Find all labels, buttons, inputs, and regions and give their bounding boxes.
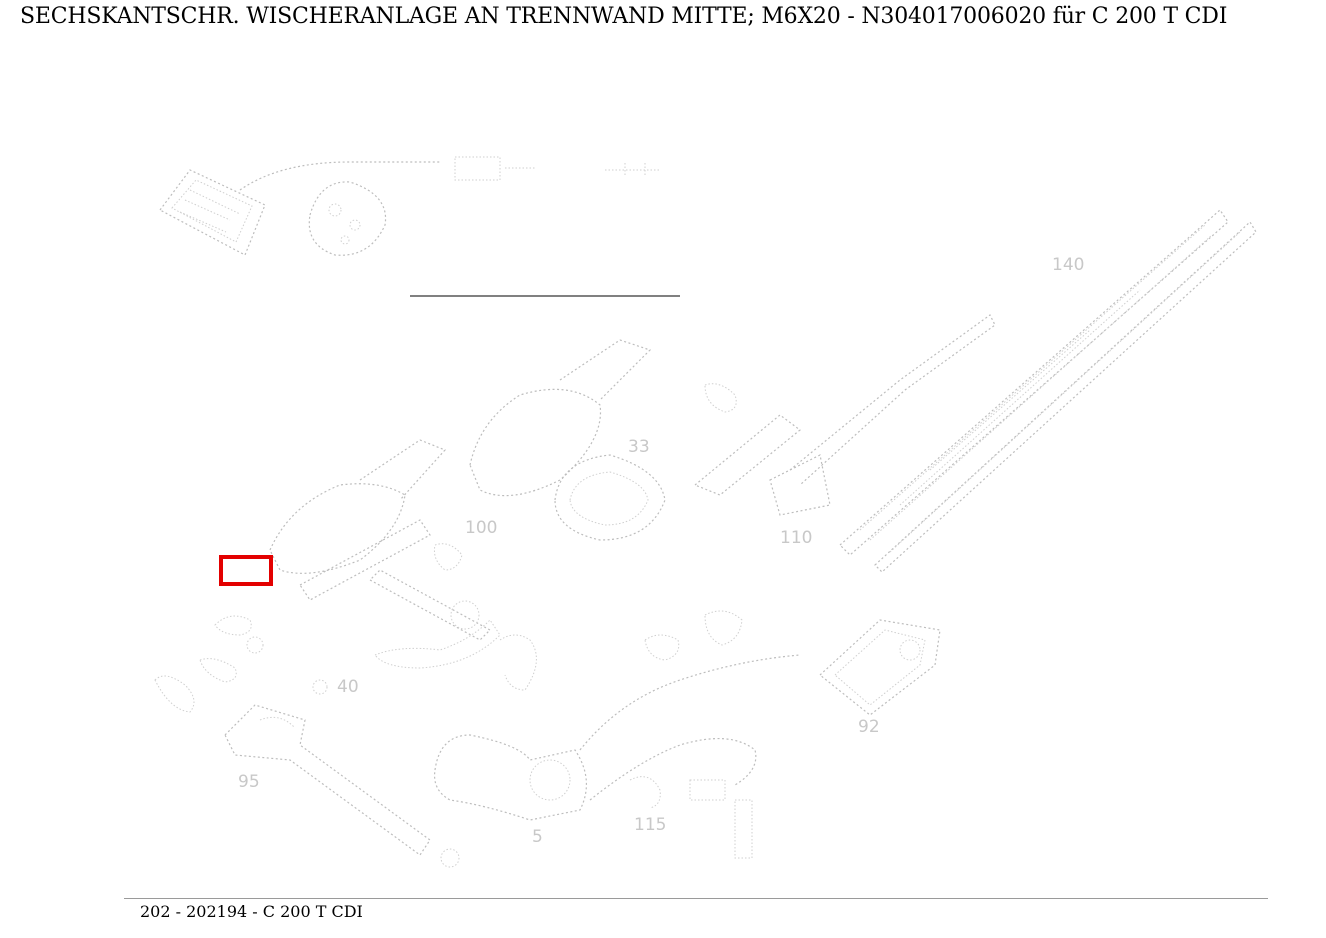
callout-40: 40 <box>337 677 359 697</box>
wiper-blade-large-drawing <box>839 209 1257 573</box>
control-module-drawing <box>159 169 266 256</box>
wiper-arm-left-drawing <box>269 439 463 601</box>
callout-92: 92 <box>858 717 880 737</box>
callout-115: 115 <box>634 815 666 835</box>
footer-divider <box>124 898 1268 899</box>
wiper-linkage-rod-drawing <box>224 704 460 868</box>
wiper-motor-drawing <box>433 654 801 859</box>
callout-5: 5 <box>532 827 543 847</box>
relay-drawing <box>308 181 387 256</box>
hardware-left-drawing <box>154 615 328 713</box>
callout-140: 140 <box>1052 255 1084 275</box>
grommet-drawing <box>704 610 743 646</box>
wiper-arm-center-drawing <box>469 339 666 541</box>
callout-100: 100 <box>465 518 497 538</box>
callout-95: 95 <box>238 772 260 792</box>
callout-33: 33 <box>628 437 650 457</box>
page-title: SECHSKANTSCHR. WISCHERANLAGE AN TRENNWAN… <box>20 4 1228 29</box>
connector-top-right <box>605 163 660 177</box>
control-unit-right-drawing <box>819 619 941 716</box>
callout-110: 110 <box>780 528 812 548</box>
clip-drawing <box>644 634 680 661</box>
connector-top <box>454 156 535 181</box>
wire-top <box>239 161 440 191</box>
linkage-drawing <box>369 569 537 691</box>
highlight-box <box>219 555 273 586</box>
footer-caption: 202 - 202194 - C 200 T CDI <box>140 902 363 921</box>
wiper-arm-right-drawing <box>693 314 996 516</box>
